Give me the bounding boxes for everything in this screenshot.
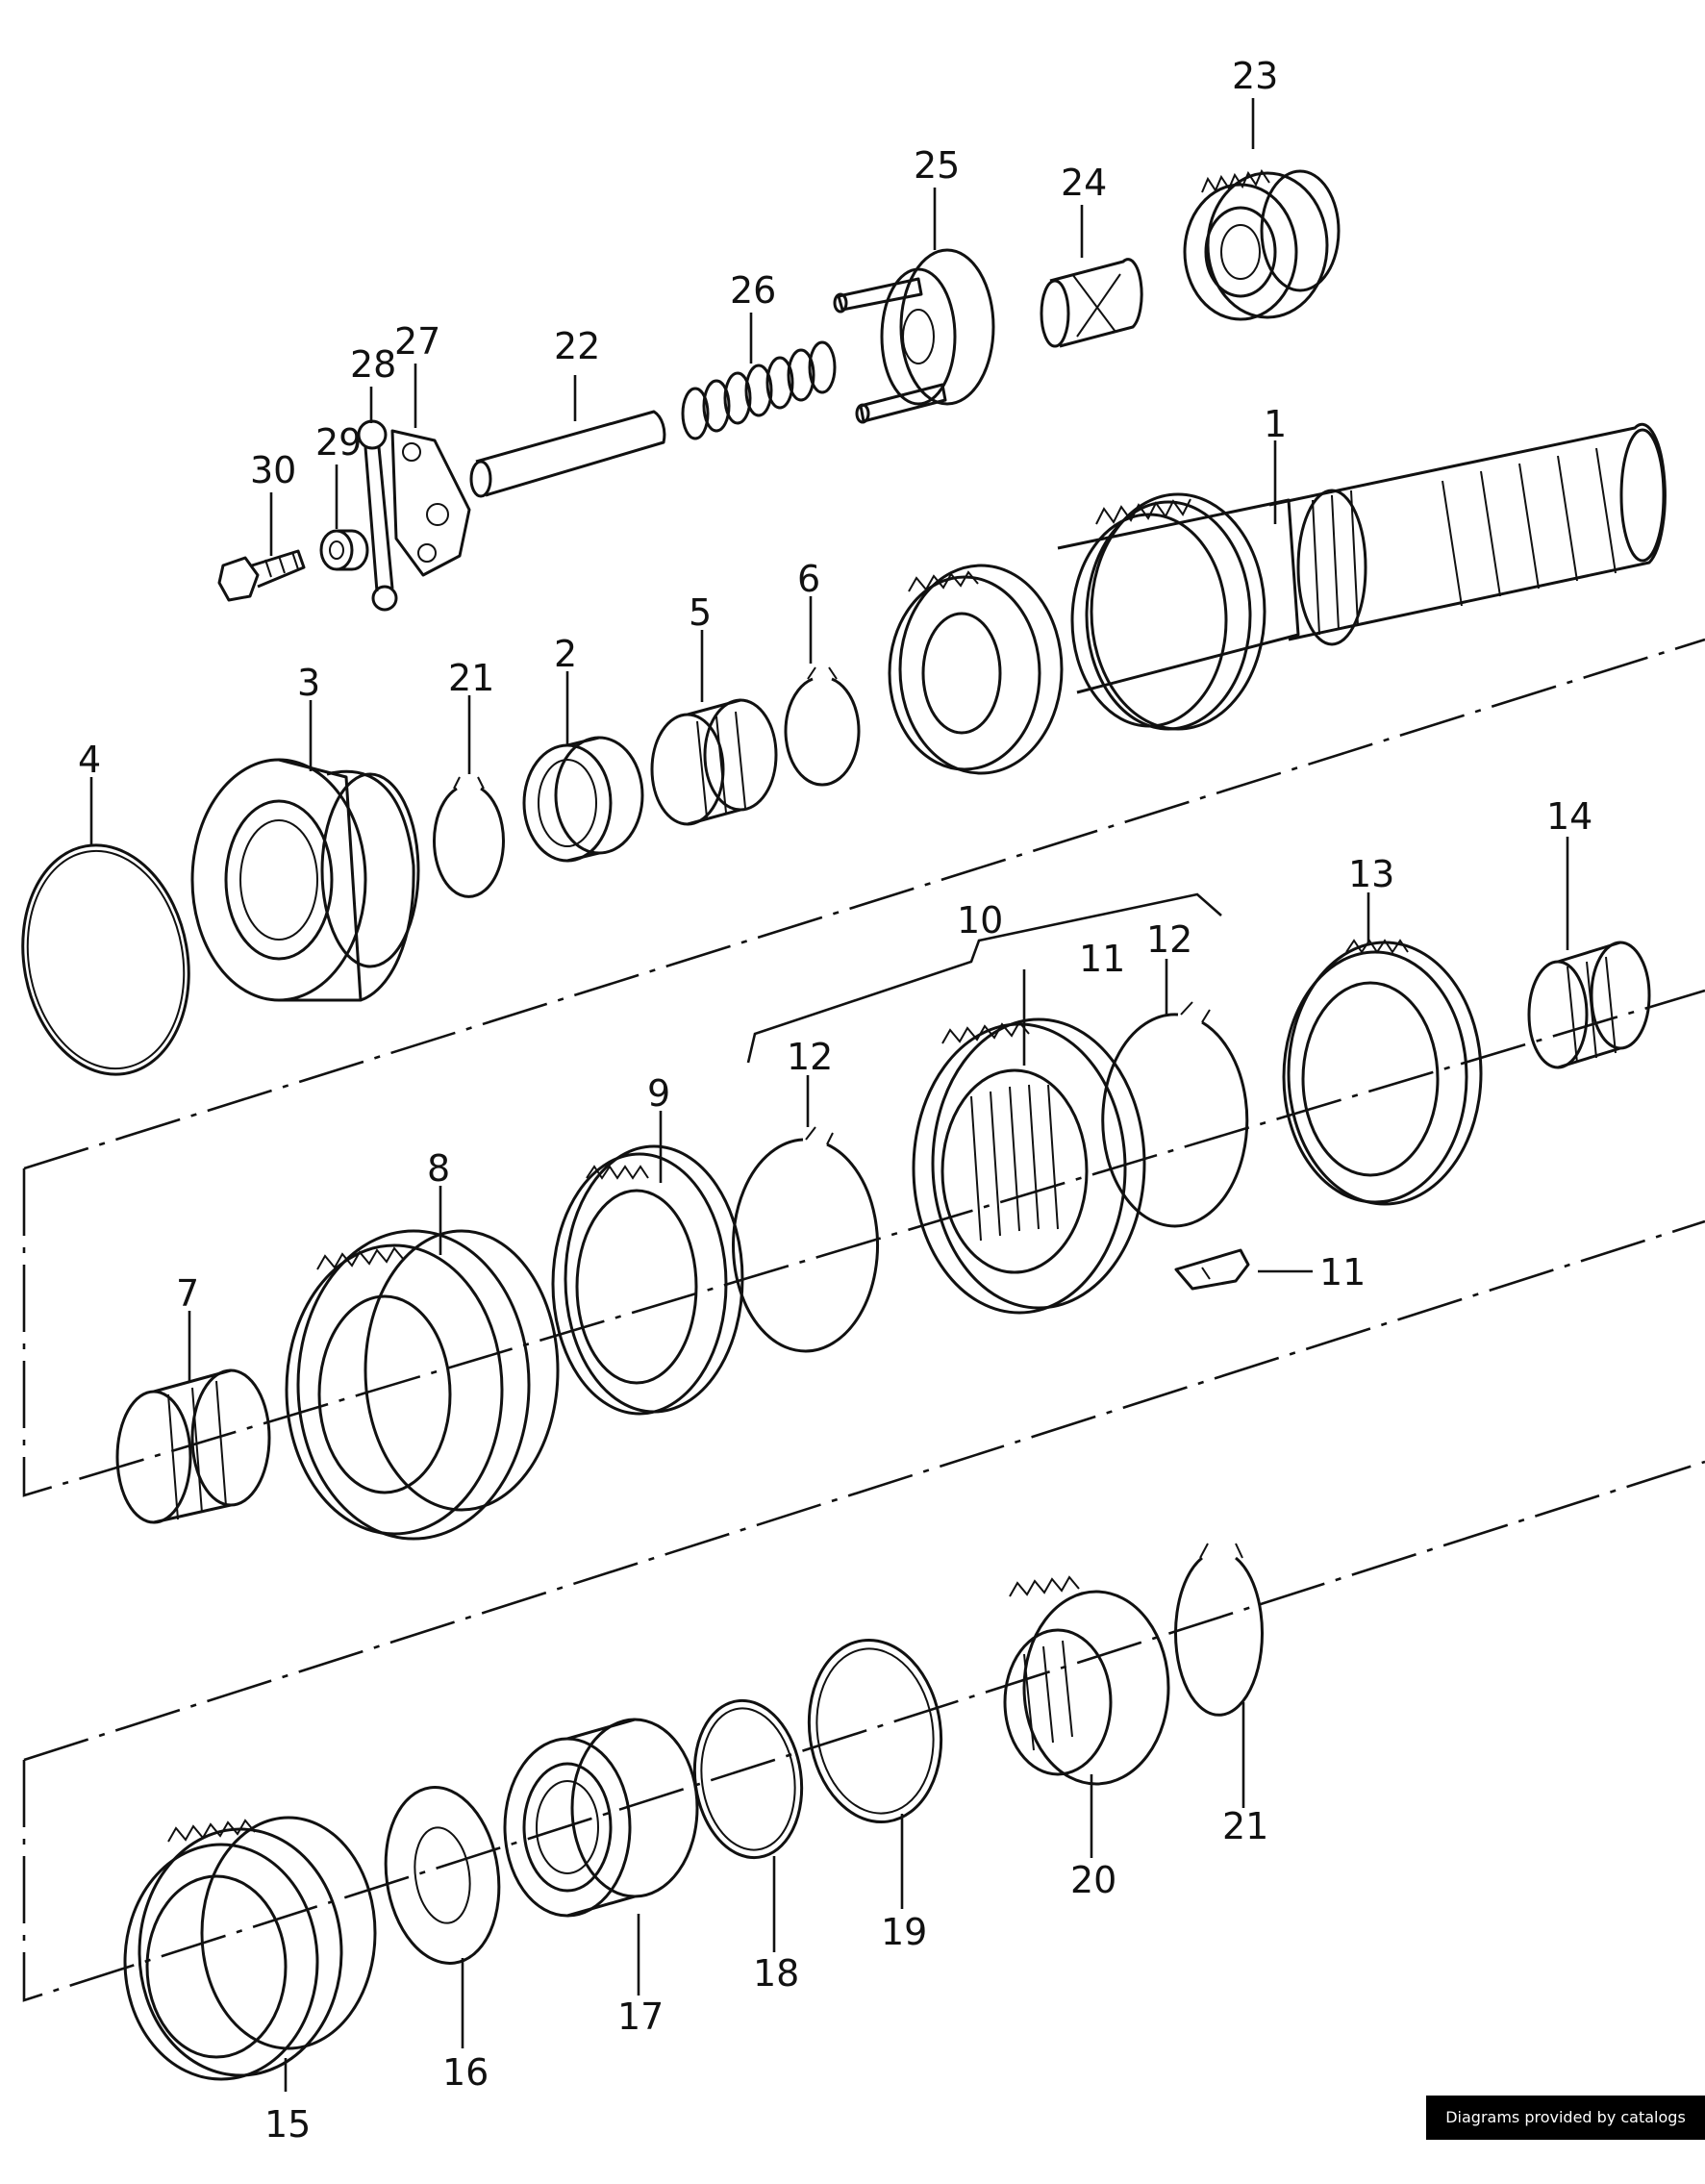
callout-20: 20 bbox=[1070, 1859, 1116, 1901]
part-9-synchro-ring bbox=[551, 1144, 744, 1416]
part-17-bearing bbox=[503, 1718, 699, 1918]
part-26-spring bbox=[681, 340, 837, 440]
callout-15: 15 bbox=[264, 2103, 311, 2140]
callout-6: 6 bbox=[797, 558, 820, 600]
callout-14: 14 bbox=[1546, 795, 1592, 838]
part-19-thrust-washer bbox=[807, 1638, 943, 1824]
callout-25: 25 bbox=[914, 144, 960, 187]
part-11-key-block bbox=[1174, 1248, 1250, 1291]
part-27-lock-plate bbox=[390, 429, 471, 577]
callout-30: 30 bbox=[250, 449, 296, 491]
part-14-needle-bearing bbox=[1527, 941, 1651, 1069]
part-1-main-shaft bbox=[888, 422, 1667, 775]
callout-1: 1 bbox=[1264, 403, 1287, 445]
part-18-shim bbox=[692, 1698, 804, 1860]
callout-28: 28 bbox=[350, 343, 396, 386]
part-30-bolt bbox=[217, 549, 306, 602]
part-3-bearing bbox=[190, 758, 420, 1002]
callout-7: 7 bbox=[176, 1272, 199, 1315]
callout-29: 29 bbox=[315, 421, 362, 464]
callout-23: 23 bbox=[1232, 55, 1278, 97]
callout-17: 17 bbox=[617, 1996, 664, 2038]
callout-11-a: 11 bbox=[1079, 938, 1125, 980]
exploded-parts-diagram: 1 2 3 4 5 6 7 8 9 10 11 11 11 12 12 13 1… bbox=[21, 55, 1705, 2140]
part-12-snap-ring-right bbox=[1101, 1001, 1249, 1228]
callout-21-lower: 21 bbox=[1222, 1805, 1268, 1847]
section-separator-lines bbox=[22, 638, 1705, 2002]
callout-9: 9 bbox=[647, 1072, 670, 1115]
part-7-needle-bearing bbox=[115, 1368, 271, 1524]
callout-26: 26 bbox=[730, 269, 776, 312]
part-2-bushing-ring bbox=[522, 736, 644, 863]
part-6-circlip bbox=[784, 666, 861, 787]
part-4-o-ring bbox=[21, 843, 190, 1076]
callout-11-b: 11 bbox=[1319, 1251, 1366, 1293]
callout-2: 2 bbox=[554, 633, 577, 675]
callout-16: 16 bbox=[442, 2051, 489, 2094]
part-11-sliding-sleeve bbox=[912, 1017, 1146, 1315]
part-5-needle-bearing bbox=[650, 698, 778, 826]
part-21-circlip-upper bbox=[433, 776, 505, 898]
callout-10: 10 bbox=[957, 899, 1003, 941]
callout-12-b: 12 bbox=[787, 1036, 833, 1078]
part-21-circlip-lower bbox=[1174, 1543, 1264, 1717]
leader-lines bbox=[89, 98, 1569, 2092]
part-25-selector-carrier bbox=[833, 248, 995, 424]
credit-label: Diagrams provided by catalogs parts bbox=[1426, 2096, 1705, 2171]
part-29-nut bbox=[319, 529, 369, 571]
part-28-cotter-pin bbox=[357, 419, 398, 612]
callout-21-upper: 21 bbox=[448, 657, 494, 699]
callout-27: 27 bbox=[394, 320, 440, 363]
callout-13: 13 bbox=[1348, 853, 1394, 895]
callout-5: 5 bbox=[689, 591, 712, 634]
callout-4: 4 bbox=[78, 739, 101, 781]
callout-12-a: 12 bbox=[1146, 918, 1192, 961]
callout-19: 19 bbox=[881, 1911, 927, 1953]
callout-8: 8 bbox=[427, 1147, 450, 1190]
part-8-gear bbox=[285, 1229, 560, 1541]
callout-numbers: 1 2 3 4 5 6 7 8 9 10 11 11 11 12 12 13 1… bbox=[78, 55, 1592, 2140]
callout-22: 22 bbox=[554, 325, 600, 367]
part-16-washer bbox=[384, 1786, 501, 1965]
part-23-gear bbox=[1183, 168, 1341, 321]
callout-18: 18 bbox=[753, 1952, 799, 1995]
part-22-shaft-pin bbox=[469, 410, 666, 498]
part-15-gear bbox=[123, 1816, 377, 2081]
part-24-roller bbox=[1040, 258, 1143, 348]
part-12-snap-ring-left bbox=[732, 1126, 880, 1353]
part-13-synchro-ring bbox=[1282, 939, 1483, 1206]
part-20-gear bbox=[1003, 1575, 1170, 1786]
callout-24: 24 bbox=[1061, 162, 1107, 204]
callout-3: 3 bbox=[297, 662, 320, 704]
